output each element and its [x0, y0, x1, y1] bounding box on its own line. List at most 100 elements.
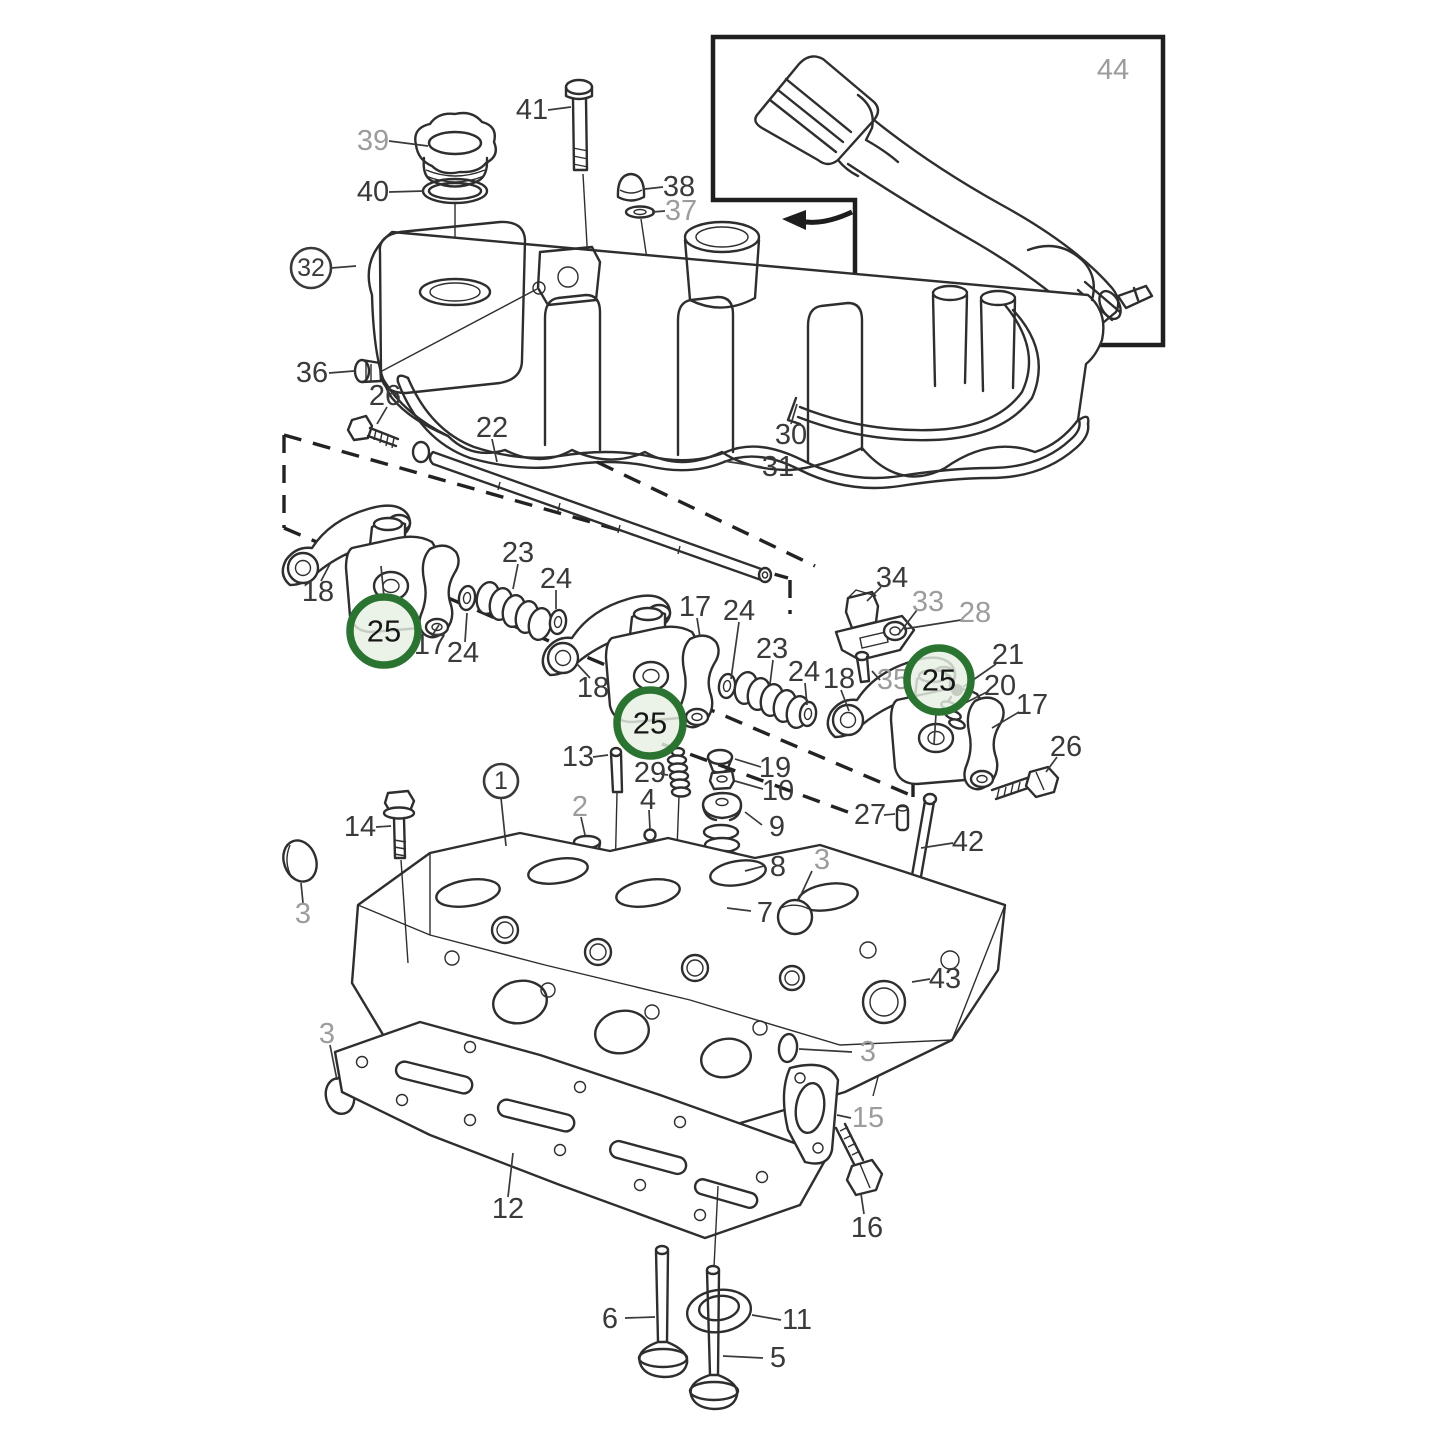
part-label-38: 38: [663, 171, 695, 203]
highlight-25-marker[interactable]: 25: [903, 644, 975, 716]
part-label-20: 20: [984, 670, 1016, 702]
leader-line: [464, 612, 468, 643]
part-label-40: 40: [357, 176, 389, 208]
part-number: 24: [540, 563, 572, 595]
part-label-29: 29: [634, 757, 666, 789]
part-number: 18: [577, 672, 609, 704]
breather-pipe: [786, 303, 1040, 442]
valve-cap: [706, 748, 734, 774]
part-number: 18: [823, 663, 855, 695]
part-label-44: 44: [1097, 54, 1129, 86]
part-label-15: 15: [852, 1102, 884, 1134]
leader-line: [512, 563, 519, 590]
leader-line: [840, 689, 850, 712]
leader-line: [744, 865, 765, 872]
rear-bosses: [931, 244, 1095, 393]
part-label-28: 28: [959, 597, 991, 629]
leader-line: [696, 617, 701, 638]
part-label-16: 16: [851, 1212, 883, 1244]
part-label-21: 21: [992, 639, 1024, 671]
part-number: 1: [494, 767, 508, 795]
breather-hose: [754, 55, 1154, 327]
part-label-37: 37: [665, 195, 697, 227]
part-number: 27: [854, 799, 886, 831]
part-label-33: 33: [912, 586, 944, 618]
highlight-25-marker[interactable]: 25: [613, 686, 687, 760]
part-label-24: 24: [540, 563, 572, 595]
leader-lines: [300, 106, 1058, 1359]
part-label-5: 5: [770, 1342, 786, 1374]
part-label-8: 8: [770, 851, 786, 883]
cup-plug: [282, 839, 318, 883]
part-label-43: 43: [929, 963, 961, 995]
leader-line: [328, 370, 355, 374]
part-label-4: 4: [640, 784, 656, 816]
exhaust-flange: [782, 1063, 840, 1165]
part-number: 39: [357, 125, 389, 157]
part-number: 5: [770, 1342, 786, 1374]
leader-line: [730, 621, 740, 680]
highlight-markers[interactable]: 25 25 25: [346, 593, 975, 760]
part-label-34: 34: [876, 562, 908, 594]
part-number: 16: [851, 1212, 883, 1244]
leader-line: [836, 1114, 852, 1119]
highlight-ring[interactable]: [346, 593, 422, 669]
leader-line: [432, 624, 440, 635]
part-number: 21: [992, 639, 1024, 671]
part-number: 8: [770, 851, 786, 883]
part-label-10: 10: [762, 775, 794, 807]
part-number: 38: [663, 171, 695, 203]
part-label-14: 14: [344, 811, 376, 843]
leader-line: [903, 619, 962, 630]
part-label-17: 17: [679, 591, 711, 623]
oil-plug: [353, 288, 538, 384]
part-number: 26: [1050, 731, 1082, 763]
leader-line: [592, 754, 609, 758]
label-circle: [289, 246, 333, 290]
part-number: 15: [852, 1102, 884, 1134]
leader-line: [388, 140, 429, 147]
part-number: 11: [782, 1304, 812, 1336]
part-label-3: 3: [814, 844, 830, 876]
part-label-18: 18: [577, 672, 609, 704]
part-number: 26: [369, 380, 401, 412]
part-number: 24: [788, 656, 820, 688]
leader-line: [883, 813, 896, 816]
part-label-27: 27: [854, 799, 886, 831]
leader-line: [734, 780, 764, 790]
part-label-9: 9: [769, 811, 785, 843]
leader-line: [648, 809, 651, 830]
highlight-ring[interactable]: [903, 644, 975, 716]
leader-line: [330, 265, 357, 269]
leader-line: [388, 190, 425, 193]
valve-intake: [688, 1264, 740, 1411]
part-number: 9: [769, 811, 785, 843]
valve-spring-2: [717, 670, 818, 730]
part-number: 32: [297, 254, 325, 282]
part-number: 34: [876, 562, 908, 594]
valve-cover: [367, 220, 1105, 478]
leader-line: [376, 406, 388, 425]
part-number: 10: [762, 775, 794, 807]
leader-line: [897, 609, 918, 636]
shaft-bolt-right: [990, 765, 1060, 801]
leader-line: [744, 811, 763, 826]
part-number: 13: [562, 741, 594, 773]
leader-line: [500, 797, 507, 847]
part-number: 22: [476, 412, 508, 444]
leader-line: [547, 106, 572, 111]
part-label-32: 32: [289, 246, 333, 290]
highlight-25-marker[interactable]: 25: [346, 593, 422, 669]
leader-line: [329, 1044, 338, 1081]
head-bolt: [382, 789, 416, 964]
part-label-17: 17: [1016, 689, 1048, 721]
part-label-39: 39: [357, 125, 389, 157]
leader-line: [375, 825, 392, 828]
part-label-11: 11: [782, 1304, 812, 1336]
leader-line: [911, 978, 931, 983]
leader-line: [798, 1048, 853, 1053]
highlight-ring[interactable]: [613, 686, 687, 760]
